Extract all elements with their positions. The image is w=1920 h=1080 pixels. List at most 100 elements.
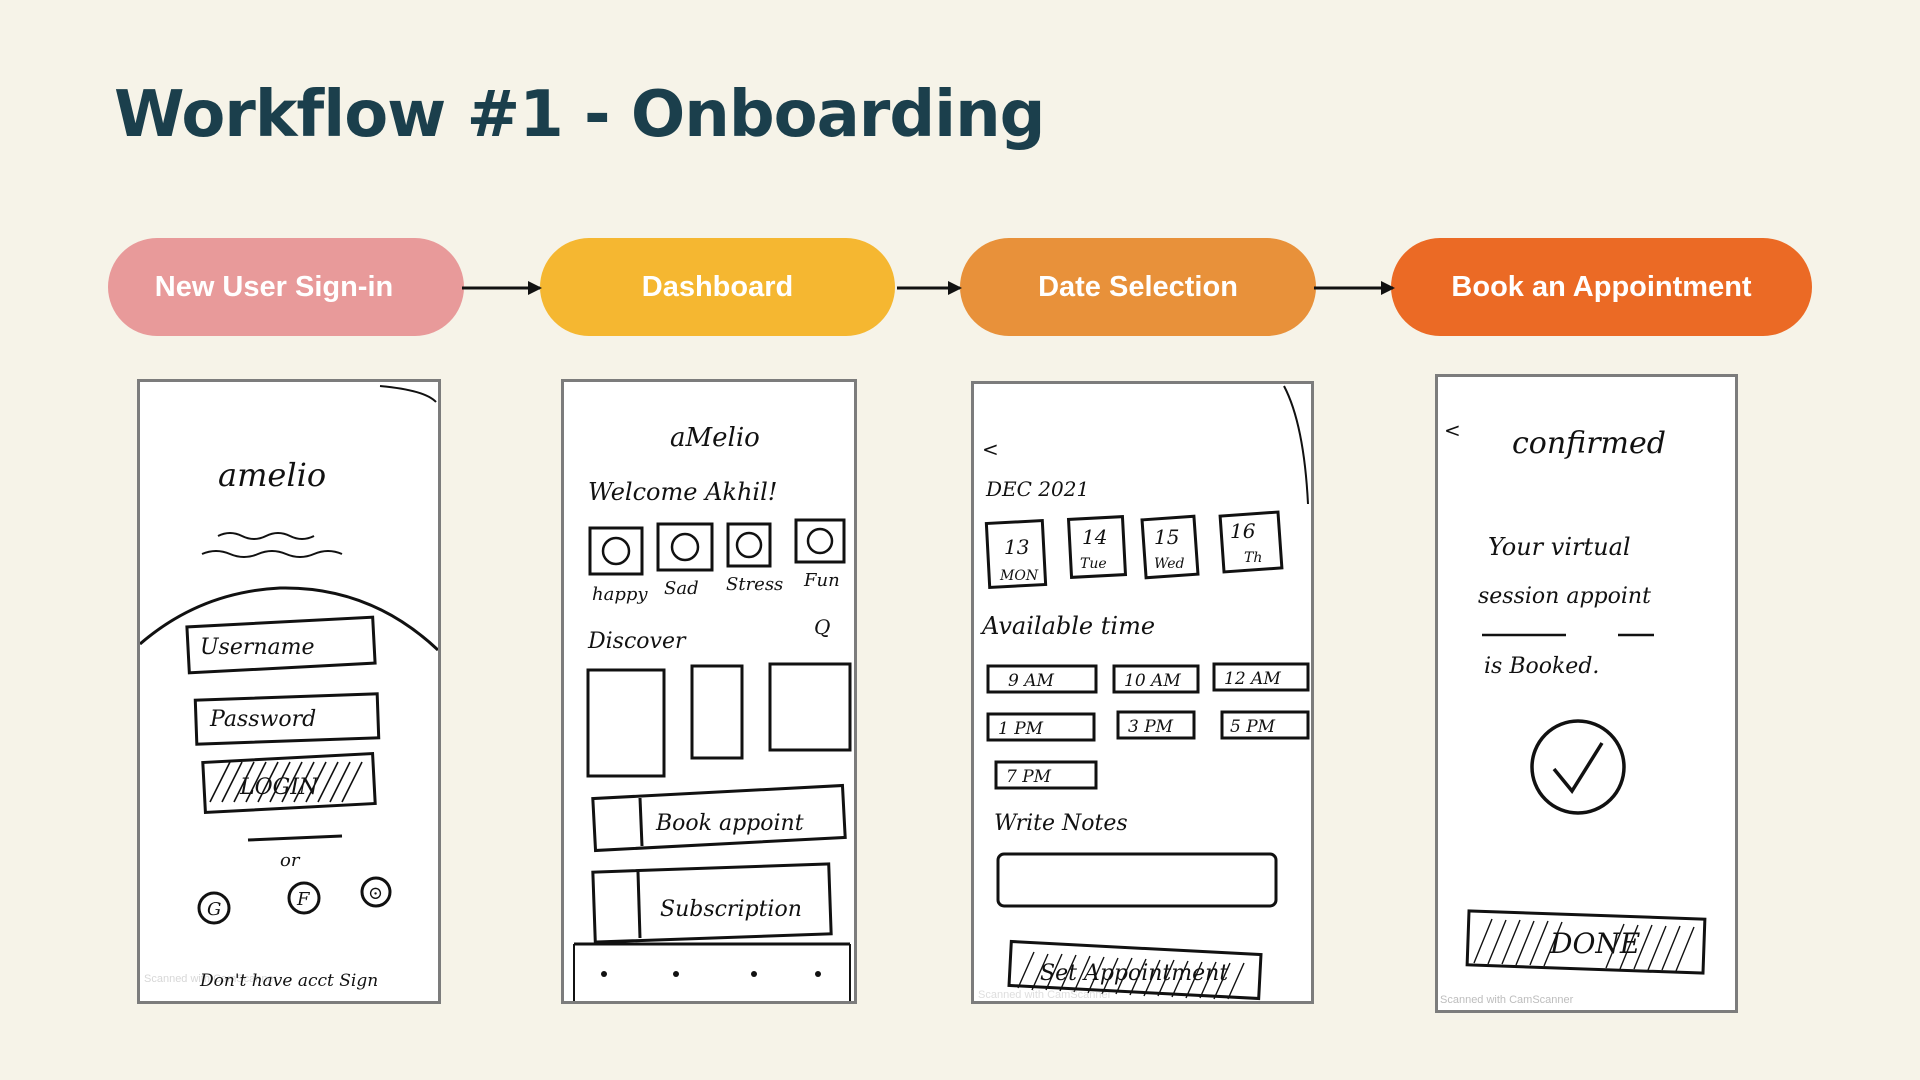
message-line: Your virtual	[1488, 533, 1631, 561]
step-book-appointment: Book an Appointment	[1391, 238, 1812, 336]
bottom-nav	[573, 942, 851, 1001]
day-number: 14	[1082, 525, 1107, 549]
time-label: 3 PM	[1128, 717, 1174, 737]
page-title: Workflow #1 - Onboarding	[114, 78, 1045, 152]
time-label: 9 AM	[1008, 671, 1054, 691]
sketch-dashboard: aMelio Welcome Akhil! happy Sad Stress F…	[561, 379, 857, 1004]
nav-profile-icon	[815, 971, 821, 977]
time-slot	[986, 712, 1096, 742]
day-13	[984, 519, 1048, 589]
day-name: MON	[999, 568, 1039, 584]
notes-field	[996, 852, 1278, 908]
message-line: session appoint	[1478, 584, 1651, 609]
day-name: Wed	[1154, 556, 1185, 572]
day-number: 15	[1154, 525, 1179, 549]
subscription-button: Subscription	[591, 862, 833, 944]
back-icon: <	[982, 437, 999, 461]
day-16	[1218, 510, 1284, 574]
book-appointment-button: Book appoint	[591, 783, 847, 853]
mood-label: Stress	[726, 574, 783, 595]
time-label: 10 AM	[1124, 671, 1181, 691]
time-label: 5 PM	[1230, 717, 1276, 737]
time-slot	[994, 760, 1098, 790]
day-name: Th	[1244, 550, 1262, 566]
time-slot	[1220, 710, 1310, 740]
signup-link: Don't have acct Sign	[199, 971, 378, 991]
search-icon: Q	[814, 615, 830, 639]
scan-note: Scanned with CamScanner	[1440, 994, 1574, 1006]
mood-label: Fun	[803, 570, 840, 591]
done-button: DONE	[1465, 909, 1707, 975]
step-label: Date Selection	[1038, 270, 1238, 303]
app-name: amelio	[218, 456, 326, 494]
step-label: Dashboard	[641, 270, 794, 303]
mood-stress-icon	[726, 522, 772, 568]
username-field	[185, 615, 377, 675]
mood-happy-icon	[588, 526, 644, 576]
done-label: DONE	[1549, 927, 1640, 960]
sketch-sign-in: amelio Username Password LOGIN or G F ⊙ …	[137, 379, 441, 1004]
discover-card	[690, 664, 744, 760]
phone-corner	[379, 385, 437, 403]
step-date-selection: Date Selection	[960, 238, 1316, 336]
nav-home-icon	[601, 971, 607, 977]
username-label: Username	[200, 635, 315, 660]
time-slot	[1212, 662, 1310, 692]
notes-label: Write Notes	[994, 811, 1128, 836]
app-name: aMelio	[670, 423, 760, 453]
scan-note: Scanned with CamScanner	[978, 989, 1112, 1001]
scan-note: Scanned with CamScanner	[144, 973, 278, 985]
day-15	[1140, 514, 1200, 580]
step-dashboard: Dashboard	[540, 238, 895, 336]
sketch-date-selection: < DEC 2021 13 MON 14 Tue 15 Wed 16 Th Av…	[971, 381, 1314, 1004]
subscription-label: Subscription	[660, 897, 802, 922]
mood-label: happy	[592, 584, 648, 605]
facebook-icon	[287, 881, 321, 915]
instagram-icon	[360, 876, 392, 908]
divider-line	[247, 834, 343, 842]
nav-explore-icon	[673, 971, 679, 977]
book-label: Book appoint	[655, 811, 804, 836]
time-label: 7 PM	[1006, 767, 1052, 787]
message-line: is Booked.	[1484, 654, 1599, 679]
step-label: Book an Appointment	[1451, 270, 1752, 303]
facebook-glyph: F	[296, 889, 311, 910]
login-label: LOGIN	[239, 775, 319, 800]
time-slots: 9 AM 10 AM 12 AM 1 PM 3 PM 5 PM 7 PM	[986, 662, 1310, 790]
discover-label: Discover	[587, 629, 687, 654]
login-button: LOGIN	[201, 752, 377, 814]
instagram-glyph: ⊙	[368, 883, 383, 904]
day-number: 16	[1230, 519, 1256, 543]
mood-label: Sad	[664, 578, 699, 599]
step-new-user-sign-in: New User Sign-in	[108, 238, 464, 336]
phone-edge	[1283, 385, 1309, 505]
day-name: Tue	[1080, 556, 1107, 572]
mood-fun-icon	[794, 518, 846, 564]
set-appointment-button: Set Appointment	[1007, 939, 1263, 1001]
mood-sad-icon	[656, 522, 714, 572]
time-slot	[986, 664, 1098, 694]
back-icon: <	[1444, 418, 1461, 442]
month-label: DEC 2021	[985, 477, 1089, 501]
header-curve	[140, 586, 438, 652]
password-field	[193, 692, 381, 746]
scribble-line	[201, 550, 343, 558]
discover-card	[768, 662, 852, 752]
step-label: New User Sign-in	[154, 270, 394, 303]
mood-row: happy Sad Stress Fun	[588, 518, 846, 605]
time-slot	[1112, 664, 1200, 694]
confirmed-title: confirmed	[1512, 426, 1666, 461]
discover-card	[586, 668, 666, 778]
time-label: 1 PM	[998, 719, 1044, 739]
checkmark-icon	[1530, 719, 1626, 815]
or-label: or	[280, 850, 301, 871]
day-number: 13	[1004, 535, 1029, 559]
day-14	[1066, 515, 1128, 579]
nav-calendar-icon	[751, 971, 757, 977]
time-slot	[1116, 710, 1196, 740]
scribble-line	[217, 532, 315, 540]
time-label: 12 AM	[1224, 669, 1281, 689]
welcome-text: Welcome Akhil!	[588, 478, 777, 506]
sketch-confirmation: < confirmed Your virtual session appoint…	[1435, 374, 1738, 1013]
